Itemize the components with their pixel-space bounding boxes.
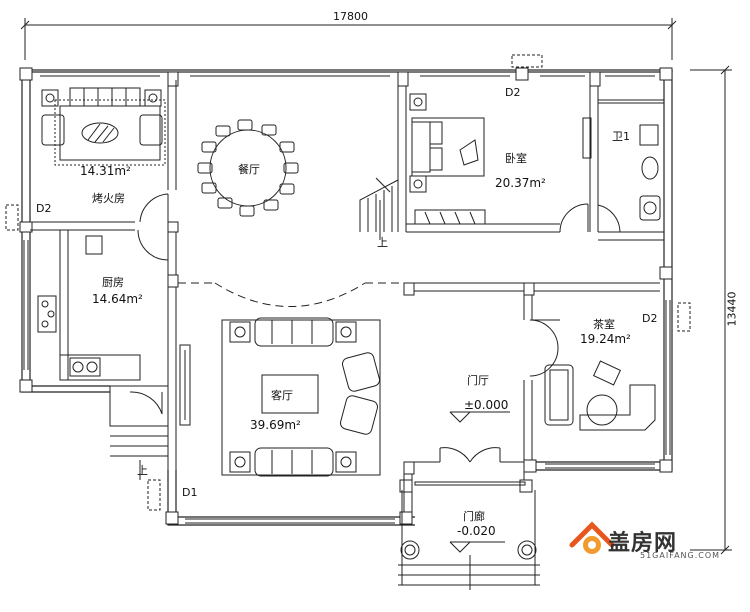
doors [129, 193, 621, 463]
logo-house-icon [569, 521, 615, 554]
fireplace-name: 烤火房 [92, 192, 125, 205]
tea-area: 19.24m² [580, 332, 631, 346]
living-area: 39.69m² [250, 418, 301, 432]
logo-url: 51GAIFANG.COM [640, 551, 721, 560]
tea-name: 茶室 [593, 318, 615, 331]
door-label-d1: D1 [182, 486, 198, 499]
fireplace-area: 14.31m² [80, 164, 131, 178]
bathroom-fixtures [597, 99, 665, 221]
foyer-level: ±0.000 [464, 398, 509, 412]
bedroom-furniture [409, 93, 592, 225]
living-furniture [221, 317, 381, 477]
bedroom-area: 20.37m² [495, 176, 546, 190]
foyer-name: 门厅 [467, 374, 489, 387]
kitchen-up-label: 上 [137, 464, 148, 477]
kitchen-fixtures [37, 229, 141, 381]
wc-name: 卫1 [612, 130, 630, 143]
door-label-d2-right: D2 [642, 312, 658, 325]
living-name: 客厅 [271, 389, 293, 402]
dining-table [197, 119, 299, 217]
level-markers [449, 411, 510, 553]
stair-up-label: 上 [377, 236, 388, 249]
stair [359, 177, 399, 240]
porch-name: 门廊 [463, 510, 485, 523]
right-dimension-line [690, 65, 732, 555]
section-markers [5, 54, 691, 511]
height-dimension-label: 13440 [725, 291, 739, 327]
door-label-d2-top: D2 [505, 86, 521, 99]
dining-name: 餐厅 [238, 163, 260, 176]
tea-furniture [544, 360, 656, 431]
width-dimension-label: 17800 [333, 10, 368, 23]
windows [23, 71, 671, 524]
porch [398, 481, 540, 590]
dining-boundary [178, 282, 404, 307]
top-dimension-line [20, 18, 677, 60]
fireplace-furniture [41, 87, 166, 166]
kitchen-area: 14.64m² [92, 292, 143, 306]
porch-level: -0.020 [457, 524, 496, 538]
door-label-d2-left: D2 [36, 202, 52, 215]
logo-name: 盖房网 [608, 531, 678, 556]
pillars [19, 67, 673, 525]
bedroom-name: 卧室 [505, 152, 527, 165]
kitchen-name: 厨房 [102, 276, 124, 289]
kitchen-steps [109, 385, 169, 480]
